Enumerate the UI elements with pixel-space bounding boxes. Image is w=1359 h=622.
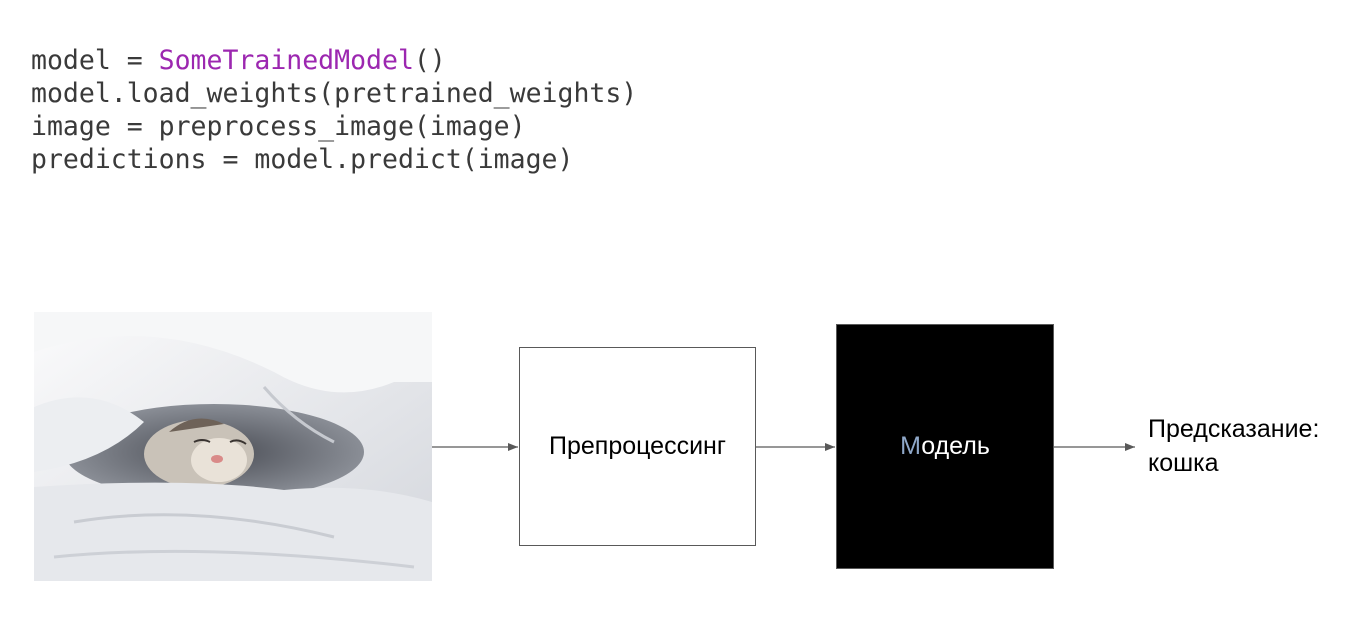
prediction-heading: Предсказание: bbox=[1148, 415, 1320, 443]
code-line-1-pre: model = bbox=[31, 45, 159, 76]
model-label-first-letter: М bbox=[900, 432, 922, 460]
model-label: Модель bbox=[900, 432, 990, 461]
prediction-value: кошка bbox=[1148, 449, 1219, 477]
model-label-rest: одель bbox=[921, 432, 990, 460]
preprocessing-label: Препроцессинг bbox=[549, 432, 726, 460]
cat-photo-illustration bbox=[34, 312, 432, 581]
code-line-4: predictions = model.predict(image) bbox=[31, 144, 574, 175]
prediction-output: Предсказание: кошка bbox=[1148, 412, 1319, 480]
code-line-1-post: () bbox=[413, 45, 446, 76]
preprocessing-box: Препроцессинг bbox=[519, 347, 756, 546]
code-line-3: image = preprocess_image(image) bbox=[31, 111, 526, 142]
code-snippet: model = SomeTrainedModel() model.load_we… bbox=[31, 44, 637, 176]
code-class-name: SomeTrainedModel bbox=[158, 45, 414, 76]
code-line-2: model.load_weights(pretrained_weights) bbox=[31, 78, 638, 109]
cat-photo bbox=[34, 312, 432, 581]
code-line-1: model = SomeTrainedModel() bbox=[31, 45, 446, 76]
model-box: Модель bbox=[836, 324, 1054, 569]
